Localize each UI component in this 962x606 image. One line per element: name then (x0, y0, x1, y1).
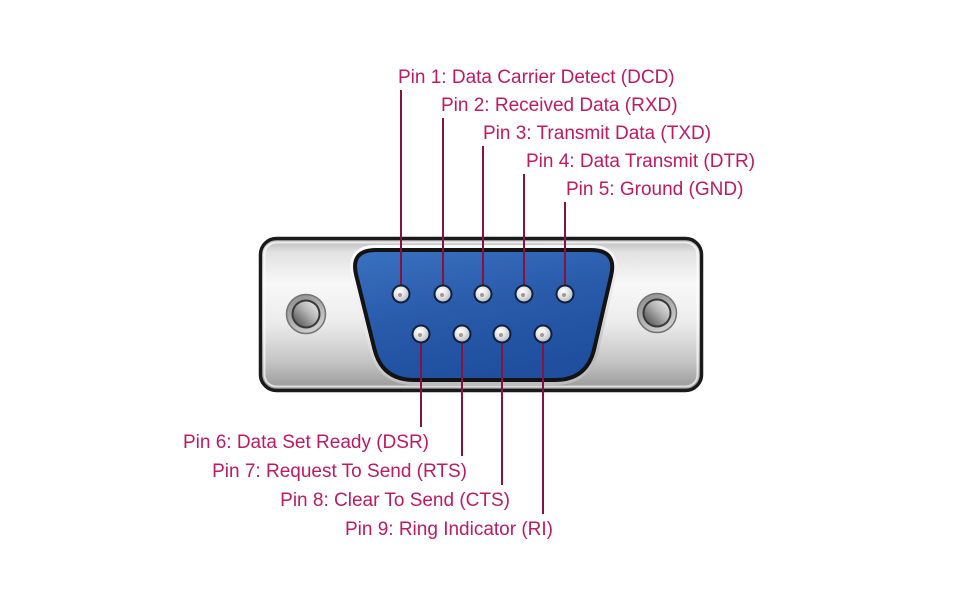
pin-6 (411, 324, 431, 344)
pin-3 (473, 284, 493, 304)
d-sub-shell (350, 245, 618, 385)
pin-7 (452, 324, 472, 344)
pin-8 (492, 324, 512, 344)
pin-7-label: Pin 7: Request To Send (RTS) (212, 461, 467, 482)
pin-2-label: Pin 2: Received Data (RXD) (441, 95, 678, 116)
pin-9 (533, 324, 553, 344)
pin-9-label: Pin 9: Ring Indicator (RI) (344, 519, 553, 540)
pin-8-label: Pin 8: Clear To Send (CTS) (280, 490, 510, 511)
connector-pins (391, 284, 575, 344)
pin-4-label: Pin 4: Data Transmit (DTR) (526, 151, 756, 172)
pin-1 (391, 284, 411, 304)
pin-6-label: Pin 6: Data Set Ready (DSR) (182, 432, 429, 453)
pin-2 (433, 284, 453, 304)
screw-hole-right (636, 292, 678, 334)
pin-5 (555, 284, 575, 304)
connector-body-highlight (263, 241, 699, 388)
pin-4 (514, 284, 534, 304)
pin-1-label: Pin 1: Data Carrier Detect (DCD) (398, 67, 675, 88)
screw-hole-left (285, 293, 327, 335)
pin-3-label: Pin 3: Transmit Data (TXD) (483, 123, 712, 144)
d-sub-face (353, 248, 615, 382)
leader-lines (400, 90, 566, 514)
pin-5-label: Pin 5: Ground (GND) (566, 179, 744, 200)
